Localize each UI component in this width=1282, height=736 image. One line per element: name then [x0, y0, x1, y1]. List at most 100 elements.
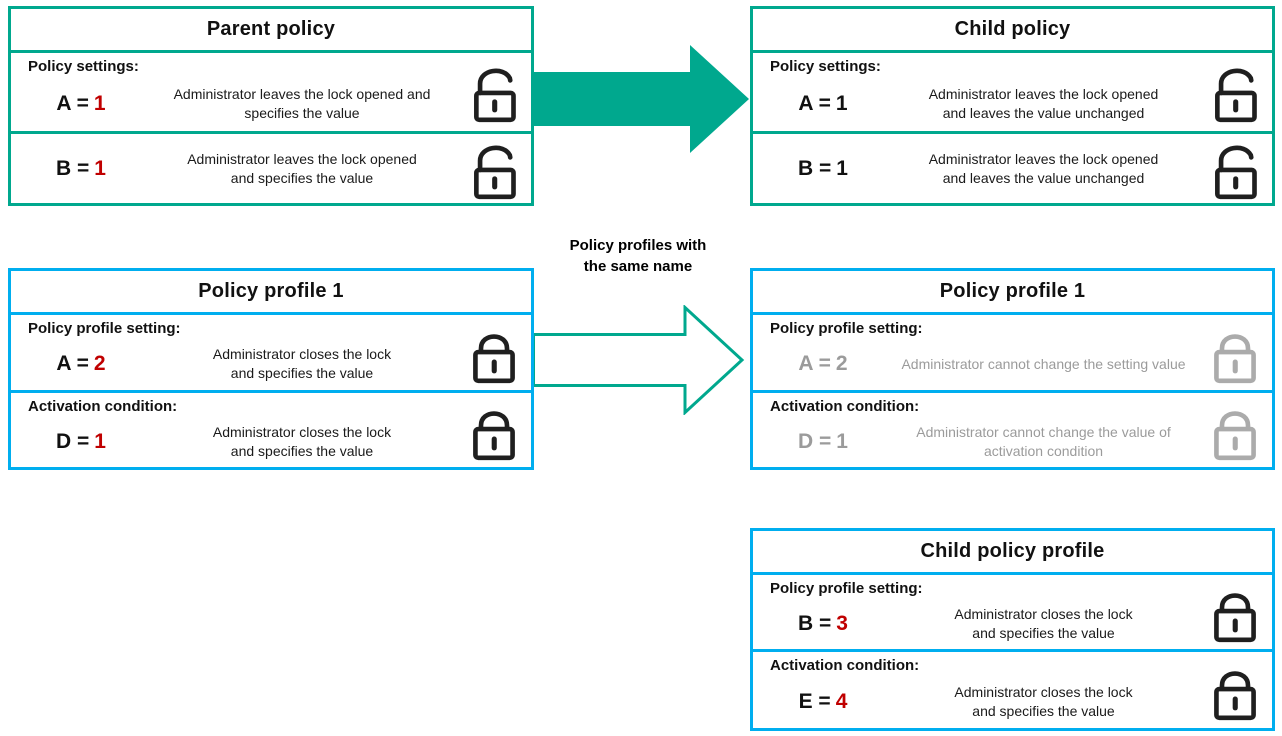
closed-lock-icon	[468, 398, 520, 462]
inheritance-arrow-icon	[532, 45, 749, 153]
setting-name: A =	[56, 352, 89, 375]
description-line: Administrator leaves the lock opened and	[173, 85, 431, 102]
description-line: Administrator closes the lock	[212, 346, 392, 362]
parent-policy-title: Parent policy	[11, 9, 531, 53]
profile-parent-row-activation: Activation condition: D =1 Administrator…	[11, 393, 531, 467]
section-label: Activation condition:	[770, 398, 920, 415]
description-line: Administrator leaves the lock opened	[187, 150, 417, 167]
description-line: and leaves the value unchanged	[942, 104, 1145, 121]
child-profile-row-activation: Activation condition: E =4 Administrator…	[753, 652, 1272, 728]
setting-description: Administrator leaves the lock opened and…	[893, 85, 1194, 123]
setting-value: B =1	[753, 157, 893, 181]
setting-number: 2	[93, 352, 106, 375]
section-label: Activation condition:	[770, 657, 920, 674]
description-line: and specifies the value	[230, 442, 374, 459]
setting-number: 1	[94, 429, 106, 453]
description-line: and specifies the value	[230, 365, 374, 381]
open-lock-icon	[1209, 137, 1261, 201]
description-line: and specifies the value	[972, 702, 1115, 719]
setting-description: Administrator cannot change the setting …	[893, 355, 1194, 374]
profile-child-row-setting: Policy profile setting: A =2 Administrat…	[753, 315, 1272, 393]
policy-profile-child-title: Policy profile 1	[753, 271, 1272, 315]
setting-description: Administrator leaves the lock opened and…	[151, 150, 453, 188]
setting-number: 3	[836, 611, 848, 635]
policy-profile-parent-box: Policy profile 1 Policy profile setting:…	[8, 268, 534, 470]
description-line: Administrator leaves the lock opened	[928, 150, 1159, 167]
setting-name: A =	[798, 91, 831, 115]
description-line: Administrator cannot change the value of	[916, 423, 1171, 440]
child-policy-profile-title: Child policy profile	[753, 531, 1272, 575]
connector-label-line2: the same name	[583, 258, 693, 275]
setting-value: A =1	[11, 92, 151, 116]
open-lock-icon	[468, 137, 520, 201]
description-line: activation condition	[983, 442, 1104, 459]
setting-number: 1	[836, 156, 848, 180]
setting-name: A =	[798, 352, 831, 375]
child-policy-title: Child policy	[753, 9, 1272, 53]
closed-lock-icon	[1209, 580, 1261, 644]
description-line: Administrator closes the lock	[212, 423, 392, 440]
parent-policy-row-a: Policy settings: A =1 Administrator leav…	[11, 53, 531, 134]
policy-profile-parent-title: Policy profile 1	[11, 271, 531, 315]
setting-number: 1	[94, 156, 106, 180]
setting-name: A =	[56, 91, 89, 115]
setting-number: 1	[836, 429, 848, 453]
open-lock-icon	[1209, 60, 1261, 124]
description-line: Administrator closes the lock	[954, 605, 1133, 622]
section-label: Policy settings:	[28, 58, 139, 75]
setting-name: E =	[798, 689, 831, 713]
section-label: Policy settings:	[770, 58, 881, 75]
closed-lock-icon	[468, 321, 520, 385]
setting-description: Administrator cannot change the value of…	[893, 423, 1194, 461]
setting-number: 2	[835, 352, 848, 375]
child-policy-row-b: B =1 Administrator leaves the lock opene…	[753, 134, 1272, 203]
setting-number: 1	[93, 91, 106, 115]
setting-description: Administrator closes the lock and specif…	[151, 423, 453, 461]
child-profile-row-setting: Policy profile setting: B =3 Administrat…	[753, 575, 1272, 652]
parent-policy-box: Parent policy Policy settings: A =1 Admi…	[8, 6, 534, 206]
setting-name: B =	[56, 156, 90, 180]
description-line: and leaves the value unchanged	[942, 169, 1145, 186]
section-label: Policy profile setting:	[770, 320, 923, 337]
connector-label-line1: Policy profiles with	[569, 237, 707, 254]
parent-policy-row-b: B =1 Administrator leaves the lock opene…	[11, 134, 531, 203]
setting-description: Administrator leaves the lock opened and…	[893, 150, 1194, 188]
setting-value: E =4	[753, 690, 893, 714]
description-line: Administrator closes the lock	[954, 683, 1133, 700]
setting-name: B =	[798, 611, 832, 635]
connector-label: Policy profiles with the same name	[510, 235, 766, 277]
section-label: Policy profile setting:	[28, 320, 181, 337]
setting-name: D =	[798, 429, 832, 453]
setting-value: B =3	[753, 612, 893, 636]
setting-name: D =	[56, 429, 90, 453]
setting-number: 4	[835, 689, 848, 713]
setting-number: 1	[835, 91, 848, 115]
closed-lock-icon	[1209, 398, 1261, 462]
open-lock-icon	[468, 60, 520, 124]
setting-description: Administrator leaves the lock opened and…	[151, 85, 453, 123]
closed-lock-icon	[1209, 321, 1261, 385]
closed-lock-icon	[1209, 658, 1261, 722]
setting-value: D =1	[753, 430, 893, 454]
setting-description: Administrator closes the lock and specif…	[893, 683, 1194, 721]
setting-value: A =1	[753, 92, 893, 116]
policy-profile-child-box: Policy profile 1 Policy profile setting:…	[750, 268, 1275, 470]
setting-value: B =1	[11, 157, 151, 181]
section-label: Policy profile setting:	[770, 580, 923, 597]
setting-description: Administrator closes the lock and specif…	[893, 605, 1194, 643]
setting-value: A =2	[753, 352, 893, 376]
description-line: specifies the value	[244, 104, 360, 121]
setting-value: D =1	[11, 430, 151, 454]
child-policy-box: Child policy Policy settings: A =1 Admin…	[750, 6, 1275, 206]
profile-copy-arrow-icon	[532, 305, 745, 415]
setting-value: A =2	[11, 352, 151, 376]
description-line: Administrator leaves the lock opened	[928, 85, 1159, 102]
description-line: and specifies the value	[230, 169, 374, 186]
profile-child-row-activation: Activation condition: D =1 Administrator…	[753, 393, 1272, 467]
child-policy-row-a: Policy settings: A =1 Administrator leav…	[753, 53, 1272, 134]
setting-description: Administrator closes the lock and specif…	[151, 345, 453, 383]
child-policy-profile-box: Child policy profile Policy profile sett…	[750, 528, 1275, 731]
profile-parent-row-setting: Policy profile setting: A =2 Administrat…	[11, 315, 531, 393]
setting-name: B =	[798, 156, 832, 180]
